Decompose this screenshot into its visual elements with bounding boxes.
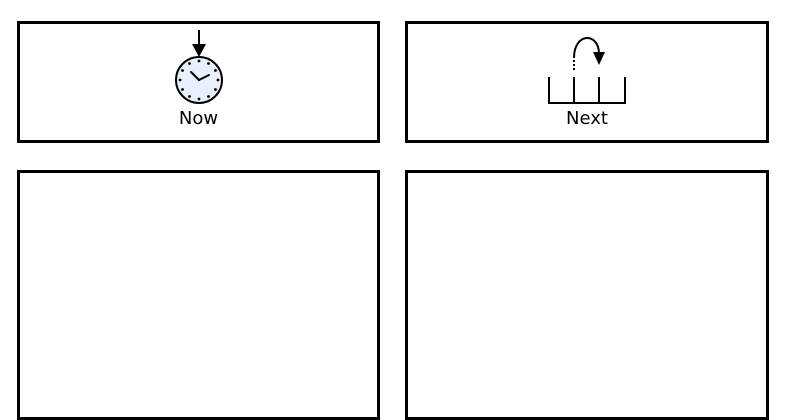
next-label: Next bbox=[566, 108, 608, 129]
now-label: Now bbox=[178, 108, 219, 129]
next-content-box[interactable] bbox=[405, 170, 769, 420]
repeat-arrow-icon bbox=[548, 37, 626, 104]
now-content-box[interactable] bbox=[17, 170, 380, 420]
next-header-card: Next bbox=[405, 21, 769, 143]
now-header-card: Now bbox=[17, 21, 380, 143]
clock-icon bbox=[174, 30, 223, 104]
